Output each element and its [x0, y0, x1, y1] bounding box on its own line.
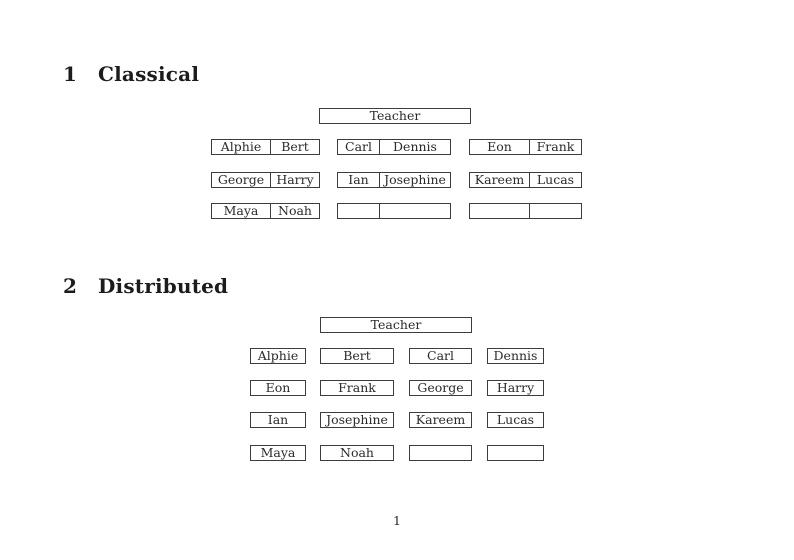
seat: Alphie [212, 140, 271, 154]
seat [470, 204, 530, 218]
teacher-box: Teacher [319, 108, 471, 124]
seat: Noah [340, 445, 374, 460]
seat: George [417, 380, 464, 395]
seat: Frank [338, 380, 376, 395]
seat-box: Kareem [409, 412, 472, 428]
seat-box: Josephine [320, 412, 394, 428]
desk: Carl Dennis [337, 139, 451, 155]
desk [337, 203, 451, 219]
desk: Ian Josephine [337, 172, 451, 188]
seat: Carl [427, 348, 454, 363]
seat: Kareem [415, 412, 466, 427]
section-heading-classical: 1 Classical [63, 64, 199, 84]
seat: Ian [338, 173, 380, 187]
seat-box: Alphie [250, 348, 306, 364]
seat [380, 204, 450, 218]
seat: Harry [276, 173, 314, 187]
seat-box [409, 445, 472, 461]
seat: Lucas [496, 412, 535, 427]
desk: George Harry [211, 172, 320, 188]
seat: Lucas [536, 173, 575, 187]
seat-box: Frank [320, 380, 394, 396]
seat-box: Ian [250, 412, 306, 428]
desk: Kareem Lucas [469, 172, 582, 188]
seat-box: Dennis [487, 348, 544, 364]
seat-box [487, 445, 544, 461]
seat: Maya [212, 204, 271, 218]
seat: Alphie [257, 348, 299, 363]
seat: Josephine [326, 412, 388, 427]
section-title: Distributed [98, 274, 229, 298]
seat-box: Harry [487, 380, 544, 396]
seat: Ian [267, 412, 289, 427]
page-number: 1 [393, 513, 401, 528]
section-heading-distributed: 2 Distributed [63, 276, 228, 296]
seat [338, 204, 380, 218]
seat: Harry [496, 380, 535, 395]
seat: Frank [536, 140, 575, 154]
seat: Carl [338, 140, 380, 154]
seat: Noah [278, 204, 312, 218]
seat-box: Noah [320, 445, 394, 461]
seat: Kareem [470, 173, 530, 187]
seat-box: Eon [250, 380, 306, 396]
seat: Dennis [493, 348, 538, 363]
seat-box: Bert [320, 348, 394, 364]
seat: Josephine [384, 173, 446, 187]
seat-box: Lucas [487, 412, 544, 428]
desk: Eon Frank [469, 139, 582, 155]
teacher-box: Teacher [320, 317, 472, 333]
seat [530, 204, 581, 218]
desk: Alphie Bert [211, 139, 320, 155]
seat: Dennis [393, 140, 437, 154]
desk [469, 203, 582, 219]
teacher-label: Teacher [370, 317, 422, 332]
section-title: Classical [98, 62, 200, 86]
seat: Maya [260, 445, 296, 460]
seat: Eon [470, 140, 530, 154]
section-number: 2 [63, 274, 78, 298]
teacher-label: Teacher [369, 108, 421, 123]
desk: Maya Noah [211, 203, 320, 219]
section-number: 1 [63, 62, 78, 86]
seat: Eon [265, 380, 291, 395]
seat-box: Carl [409, 348, 472, 364]
seat-box: Maya [250, 445, 306, 461]
seat: Bert [343, 348, 371, 363]
seat: Bert [281, 140, 309, 154]
seat-box: George [409, 380, 472, 396]
seat: George [212, 173, 271, 187]
